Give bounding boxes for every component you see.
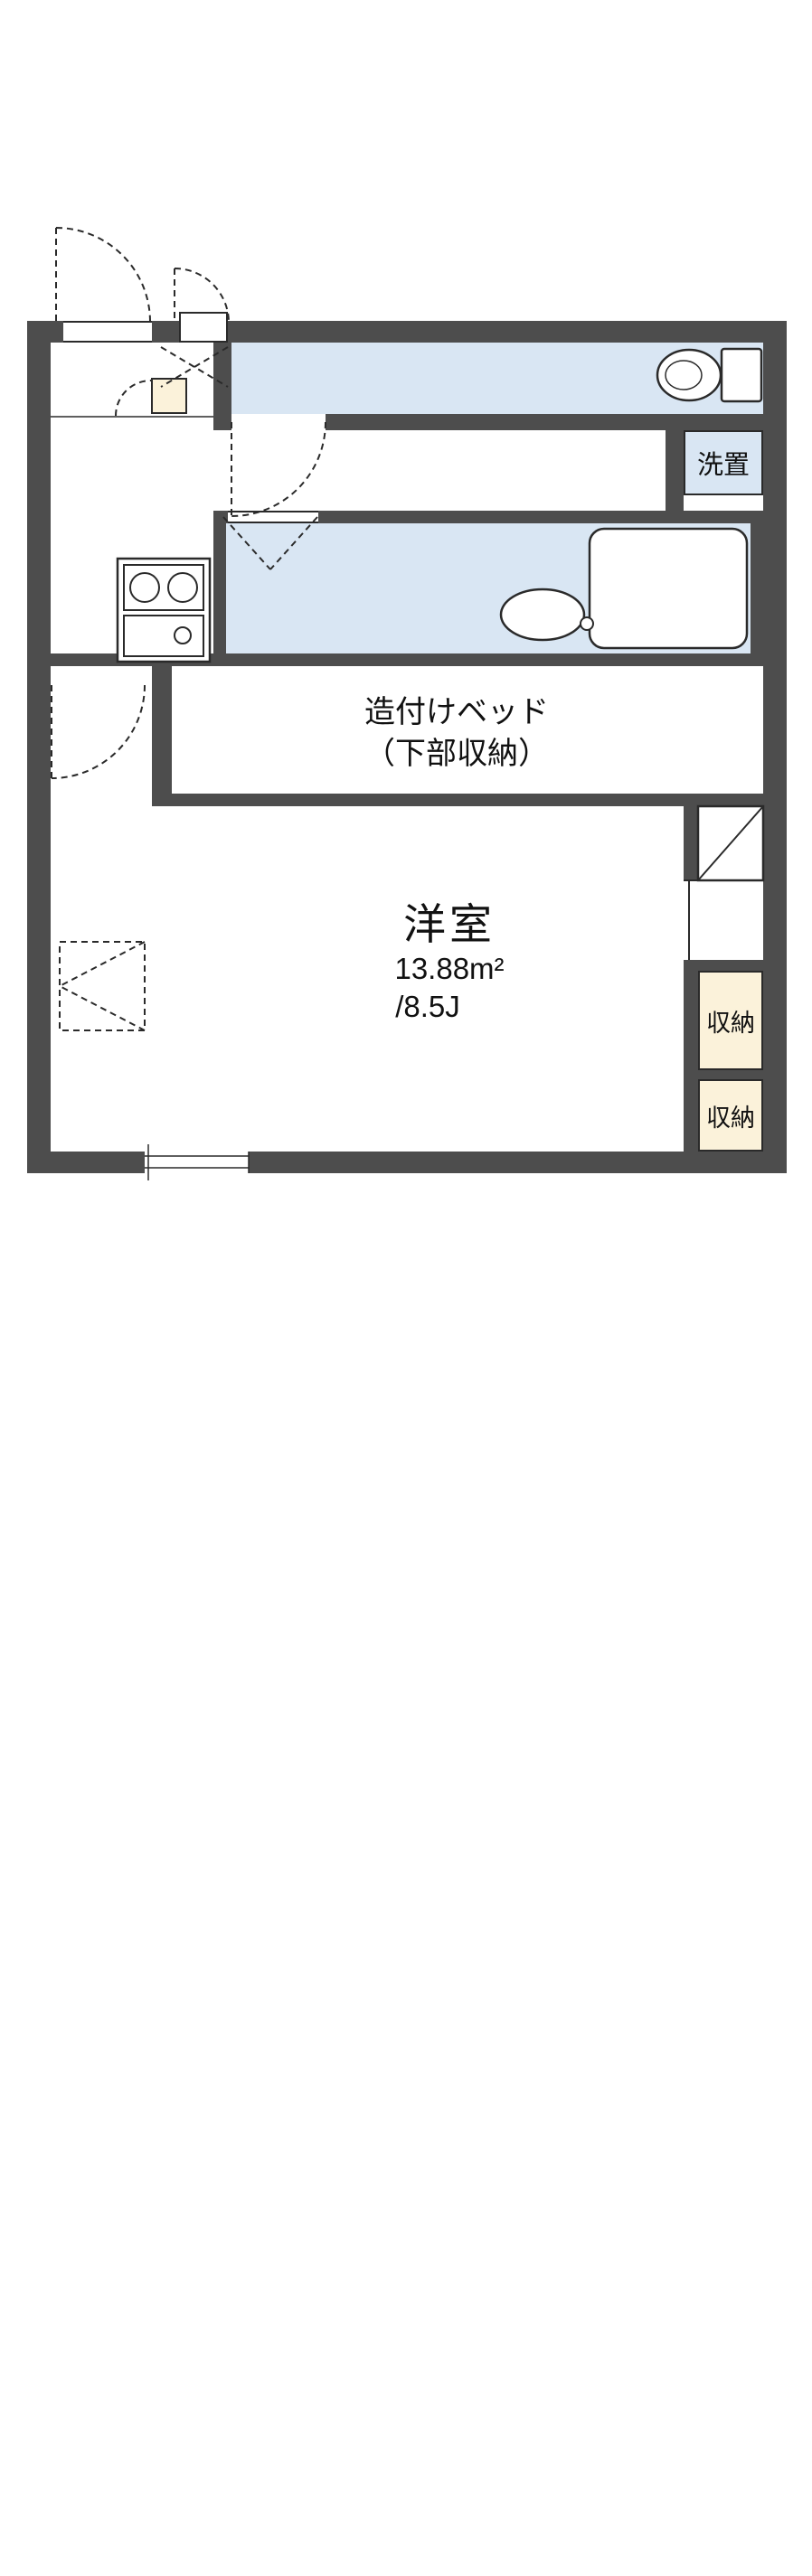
stove-icon — [116, 557, 212, 663]
wall-top — [27, 321, 787, 343]
main-room-label: 洋室 13.88m² /8.5J — [269, 899, 630, 1026]
laundry-label: 洗置 — [696, 451, 750, 480]
room-door-swing-arc — [51, 684, 146, 779]
wall-right — [763, 321, 787, 1173]
wall-under-toilet — [326, 414, 763, 430]
bathroom-floor — [226, 523, 751, 653]
storage-lower: 収納 — [698, 1079, 763, 1152]
room-name: 洋室 — [403, 900, 496, 948]
laundry-space: 洗置 — [684, 430, 763, 495]
storage-lower-label: 収納 — [706, 1104, 755, 1132]
toilet-room — [231, 343, 763, 414]
toilet-door-swing-arc — [231, 421, 326, 517]
wall-bed-left — [152, 666, 172, 806]
partition-thin-line — [684, 879, 698, 960]
entrance-door-swing-arc — [55, 227, 230, 324]
entrance-opening — [63, 321, 152, 343]
wall-storage-divider — [698, 1070, 763, 1079]
storage-upper: 収納 — [698, 971, 763, 1070]
room-area-jo: /8.5J — [395, 990, 460, 1023]
wall-bottom — [27, 1152, 787, 1173]
bed-label-line1: 造付けベッド — [364, 695, 549, 729]
wall-left — [27, 321, 51, 1173]
wall-storage-left — [684, 960, 698, 1152]
entrance-door-leaf — [179, 312, 228, 343]
wall-right-column-upper — [684, 806, 698, 880]
wall-kitchen-bottom — [27, 653, 213, 666]
wall-laundry-left — [666, 414, 684, 511]
storage-upper-label: 収納 — [706, 1009, 755, 1037]
shoe-cabinet — [151, 378, 187, 414]
room-area-m2: 13.88m² — [394, 952, 505, 985]
fridge-space-icon — [696, 804, 765, 882]
closet-fold-door-icon — [59, 941, 146, 1031]
window-opening — [145, 1152, 249, 1173]
wall-bed-bottom — [152, 794, 763, 806]
bed-label-line2: （下部収納） — [364, 737, 549, 771]
bathroom-door-gap — [228, 511, 318, 523]
wall-entry-toilet — [213, 343, 231, 430]
wall-storage-top — [684, 960, 763, 971]
bed-label: 造付けベッド （下部収納） — [226, 691, 687, 775]
